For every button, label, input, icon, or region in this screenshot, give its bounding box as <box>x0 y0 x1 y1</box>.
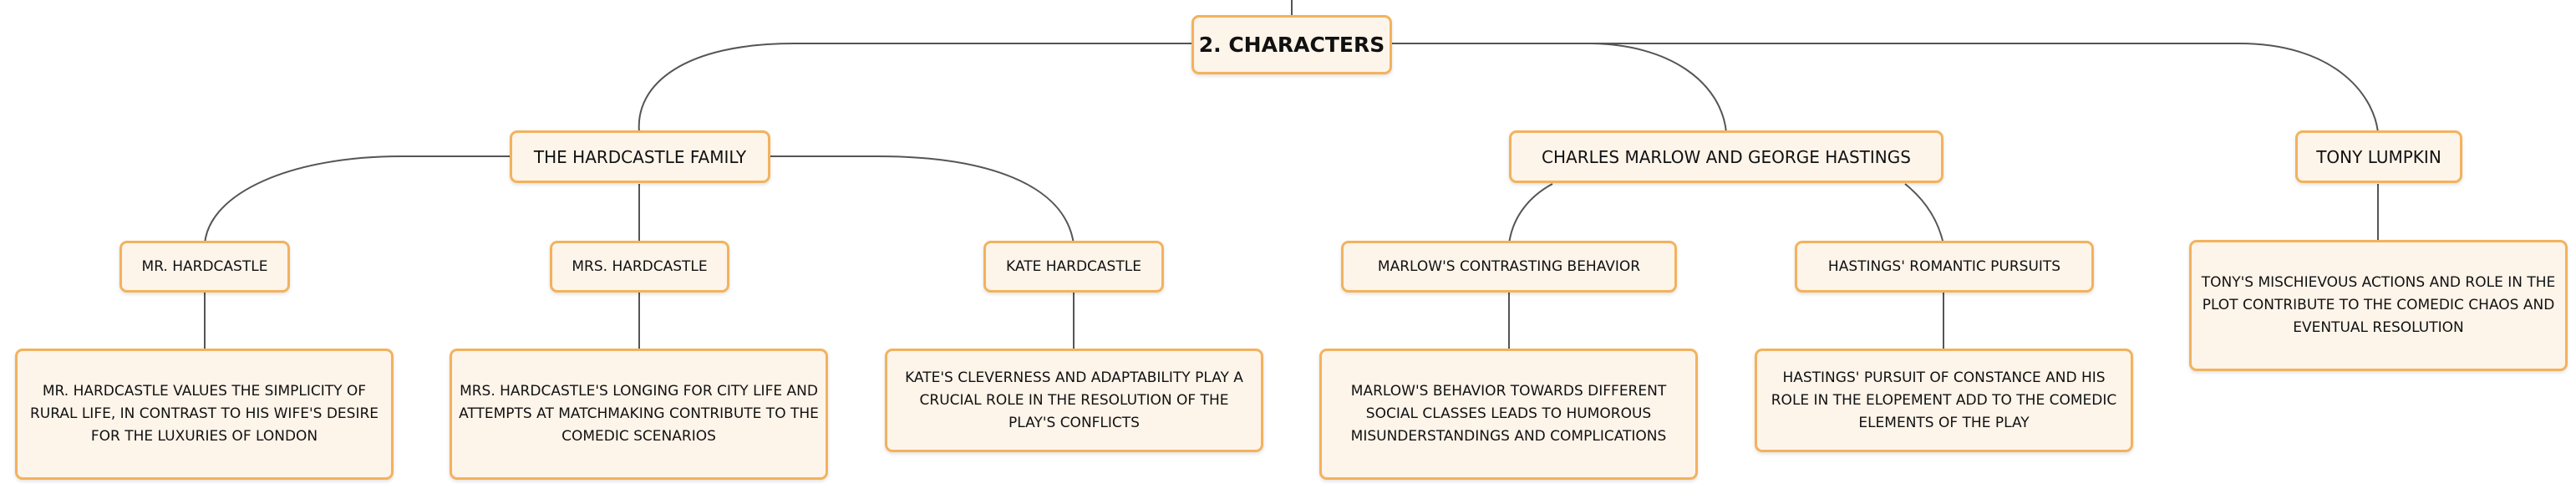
detail-node-mrs-hardcastle[interactable]: MRS. HARDCASTLE'S LONGING FOR CITY LIFE … <box>450 349 828 480</box>
branch-node-marlow-hastings[interactable]: CHARLES MARLOW AND GEORGE HASTINGS <box>1509 130 1943 183</box>
detail-node-marlow-behavior[interactable]: MARLOW'S BEHAVIOR TOWARDS DIFFERENT SOCI… <box>1319 349 1698 480</box>
connector-root-tony <box>1389 43 2379 133</box>
connector-family-mr <box>204 155 510 245</box>
detail-node-mr-hardcastle[interactable]: MR. HARDCASTLE VALUES THE SIMPLICITY OF … <box>15 349 394 480</box>
connector-root-hardcastle-family <box>638 43 1193 133</box>
connector-family-kate <box>769 155 1075 245</box>
detail-node-hastings-pursuits[interactable]: HASTINGS' PURSUIT OF CONSTANCE AND HIS R… <box>1755 349 2133 452</box>
root-node-characters[interactable]: 2. CHARACTERS <box>1191 15 1392 74</box>
child-node-mrs-hardcastle[interactable]: MRS. HARDCASTLE <box>550 241 729 293</box>
child-node-hastings-pursuits[interactable]: HASTINGS' ROMANTIC PURSUITS <box>1795 241 2094 293</box>
connector-mh-marlow <box>1508 183 1553 245</box>
detail-node-tony-lumpkin[interactable]: TONY'S MISCHIEVOUS ACTIONS AND ROLE IN T… <box>2189 240 2568 371</box>
child-node-marlow-behavior[interactable]: MARLOW'S CONTRASTING BEHAVIOR <box>1341 241 1677 293</box>
branch-node-hardcastle-family[interactable]: THE HARDCASTLE FAMILY <box>510 130 770 183</box>
connector-mh-hastings <box>1904 183 1944 245</box>
child-node-mr-hardcastle[interactable]: MR. HARDCASTLE <box>119 241 290 293</box>
connector-root-marlow-hastings <box>1389 43 1727 133</box>
detail-node-kate-hardcastle[interactable]: KATE'S CLEVERNESS AND ADAPTABILITY PLAY … <box>885 349 1263 452</box>
child-node-kate-hardcastle[interactable]: KATE HARDCASTLE <box>983 241 1164 293</box>
branch-node-tony-lumpkin[interactable]: TONY LUMPKIN <box>2295 130 2462 183</box>
